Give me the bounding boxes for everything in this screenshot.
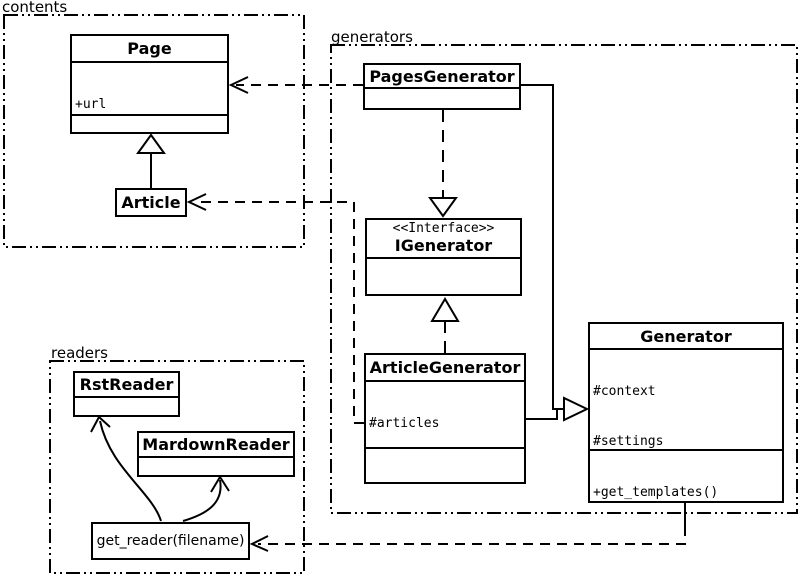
- class-title-article: Article: [121, 193, 181, 212]
- generator-to-getreader-dependency-line: [258, 526, 686, 545]
- class-box-mardownreader: MardownReader +read(): [137, 431, 295, 477]
- get-reader-label: get_reader(filename): [96, 533, 245, 549]
- page-attributes: +url +slug +summary: [72, 63, 227, 116]
- igenerator-methods: +generate_context() +generate_output(): [367, 259, 520, 294]
- class-title-generator: Generator: [590, 324, 782, 350]
- readers-package-border: [49, 360, 305, 574]
- class-box-articlegenerator: ArticleGenerator #articles #dates #tags …: [364, 353, 526, 484]
- attribute: +url: [75, 97, 107, 112]
- class-box-generator: Generator #context #settings #path #them…: [588, 322, 784, 503]
- mardownreader-methods: +read(): [139, 458, 293, 475]
- pagesgenerator-to-generator-inheritance-line: [521, 84, 563, 410]
- pagesgenerator-attributes: #pages: [365, 89, 519, 108]
- function-box-get-reader: get_reader(filename): [91, 522, 250, 560]
- class-title-igenerator: <<Interface>> IGenerator: [367, 220, 520, 259]
- class-title-rstreader: RstReader: [75, 373, 178, 398]
- class-box-page: Page +url +slug +summary +check_properti…: [70, 34, 229, 134]
- class-title-articlegenerator: ArticleGenerator: [366, 355, 524, 382]
- rstreader-methods: +read(): [75, 398, 178, 415]
- inheritance-triangle-icon: [563, 396, 590, 422]
- open-arrowhead-icon: [186, 193, 207, 211]
- class-title-mardownreader: MardownReader: [139, 433, 293, 458]
- getreader-to-rstreader-curve-line: [99, 420, 162, 522]
- getreader-to-mardownreader-curve-line: [182, 479, 222, 522]
- class-title-page: Page: [72, 36, 227, 63]
- articlegenerator-attributes: #articles #dates #tags #categories: [366, 382, 524, 449]
- inheritance-triangle-icon: [136, 133, 166, 154]
- generators-package-border: [330, 44, 798, 514]
- method: +generate_context(): [370, 293, 519, 294]
- articlegenerator-to-article-dependency-line: [196, 201, 364, 424]
- articlegenerator-methods: +generate_feeds() +generate_pages(): [366, 449, 524, 482]
- page-methods: +check_properties(): [72, 116, 227, 132]
- class-title-text: IGenerator: [394, 236, 493, 255]
- articlegenerator-to-generator-inheritance-line: [526, 409, 558, 420]
- contents-package-border: [3, 14, 305, 248]
- readers-package-label: readers: [51, 344, 108, 362]
- class-box-rstreader: RstReader +read(): [73, 371, 180, 417]
- interface-stereotype: <<Interface>>: [392, 221, 495, 236]
- class-title-pagesgenerator: PagesGenerator: [365, 65, 519, 89]
- open-arrowhead-icon: [210, 475, 230, 493]
- realization-triangle-icon: [430, 297, 460, 322]
- attribute: #settings: [593, 433, 664, 449]
- open-arrowhead-icon: [228, 76, 249, 94]
- attribute: #context: [593, 384, 656, 399]
- class-box-article: Article: [115, 188, 187, 217]
- attribute: #articles: [369, 416, 440, 431]
- class-box-igenerator: <<Interface>> IGenerator +generate_conte…: [365, 218, 522, 296]
- realization-triangle-icon: [428, 197, 458, 218]
- contents-package-label: contents: [2, 0, 68, 16]
- generator-methods: +get_templates() +get_files(path,exclude…: [590, 451, 782, 501]
- class-box-pagesgenerator: PagesGenerator #pages: [363, 63, 521, 110]
- method: +get_templates(): [593, 485, 719, 500]
- open-arrowhead-icon: [249, 535, 269, 552]
- generators-package-label: generators: [331, 28, 413, 46]
- open-arrowhead-icon: [90, 415, 111, 433]
- generator-attributes: #context #settings #path #theme #output_…: [590, 350, 782, 451]
